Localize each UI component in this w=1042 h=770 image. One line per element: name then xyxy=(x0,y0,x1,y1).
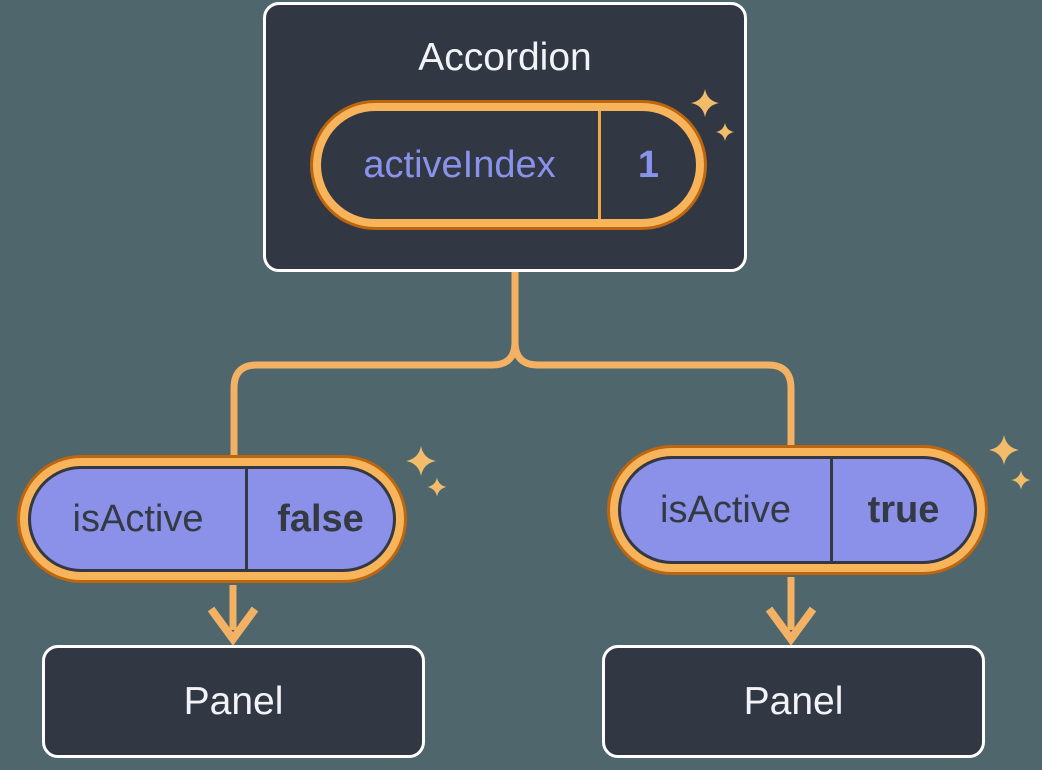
prop-pill-core: isActive false xyxy=(28,466,396,572)
prop-pill-isactive-true: isActive true xyxy=(607,445,988,575)
sparkle-icon xyxy=(406,446,447,497)
connector-right-branch xyxy=(511,272,795,446)
prop-name-label: isActive xyxy=(72,498,204,540)
prop-pill-isactive-false: isActive false xyxy=(17,455,407,583)
accordion-card: Accordion activeIndex 1 xyxy=(263,2,747,272)
pill-divider xyxy=(830,459,833,561)
prop-name-label: isActive xyxy=(660,489,791,531)
connector-left-branch xyxy=(230,272,519,456)
state-pill-core: activeIndex 1 xyxy=(321,111,696,219)
pill-divider xyxy=(245,469,248,569)
prop-value-label: true xyxy=(867,489,940,531)
state-value-label: 1 xyxy=(637,144,660,186)
panel-card-left: Panel xyxy=(42,645,425,758)
panel-card-right: Panel xyxy=(602,645,985,758)
panel-label: Panel xyxy=(183,680,284,723)
state-pill: activeIndex 1 xyxy=(310,100,707,230)
prop-value-label: false xyxy=(277,498,364,540)
pill-divider xyxy=(598,111,601,219)
prop-pill-core: isActive true xyxy=(618,456,977,564)
state-name-label: activeIndex xyxy=(363,144,556,186)
panel-label: Panel xyxy=(743,680,844,723)
accordion-title: Accordion xyxy=(418,36,592,79)
arrow-down-icon xyxy=(207,585,259,646)
arrow-down-icon xyxy=(765,577,817,646)
sparkle-icon xyxy=(989,435,1031,490)
